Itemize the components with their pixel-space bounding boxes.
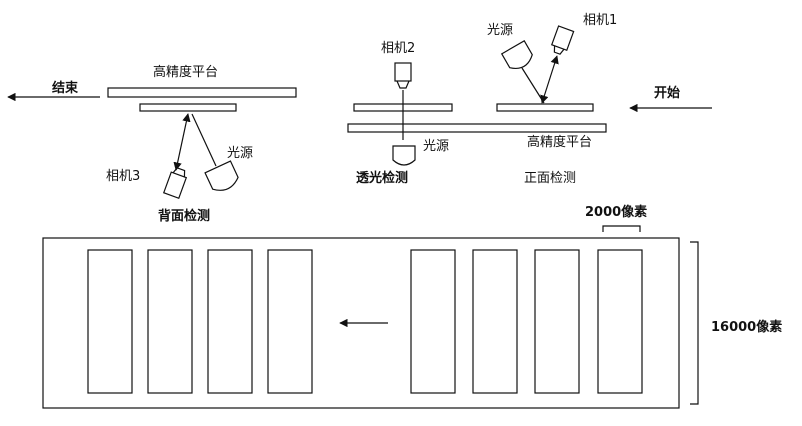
front-inspection-label: 正面检测 (524, 171, 576, 186)
image-strip (597, 249, 643, 394)
end-label: 结束 (52, 80, 79, 96)
light-middle-icon (392, 145, 416, 166)
light-top-right-icon (500, 40, 533, 69)
transmission-inspection-label: 透光检测 (356, 170, 408, 186)
camera2-icon (394, 62, 412, 89)
camera1-ray (540, 55, 559, 104)
image-strip (267, 249, 313, 394)
image-strip (534, 249, 580, 394)
back-inspection-label: 背面检测 (158, 208, 210, 224)
platform-left (107, 87, 297, 98)
camera3-icon (162, 167, 188, 200)
platform-left-label: 高精度平台 (153, 64, 218, 80)
width-bracket (602, 225, 641, 232)
light-left-label: 光源 (227, 146, 253, 161)
camera3-ray (173, 113, 191, 171)
image-strip (207, 249, 253, 394)
image-strip (87, 249, 133, 394)
sample-plate-right (496, 103, 594, 112)
image-strip (410, 249, 456, 394)
image-strip (472, 249, 518, 394)
height-bracket (690, 241, 699, 405)
image-strip (147, 249, 193, 394)
light-left-icon (204, 160, 239, 191)
light-left-ray (191, 113, 217, 167)
height-pixels-label: 16000像素 (711, 319, 782, 335)
start-label: 开始 (654, 85, 680, 101)
platform-right (347, 123, 607, 133)
camera2-label: 相机2 (381, 41, 415, 56)
camera1-icon (550, 25, 575, 55)
platform-right-label: 高精度平台 (527, 134, 592, 150)
width-pixels-label: 2000像素 (585, 204, 647, 220)
light-middle-label: 光源 (423, 139, 449, 154)
sample-plate-left (139, 103, 237, 112)
strips (87, 249, 643, 394)
light-top-right-label: 光源 (487, 23, 513, 38)
camera3-label: 相机3 (106, 169, 140, 184)
light-top-right-ray (521, 67, 545, 104)
camera1-label: 相机1 (583, 13, 617, 28)
